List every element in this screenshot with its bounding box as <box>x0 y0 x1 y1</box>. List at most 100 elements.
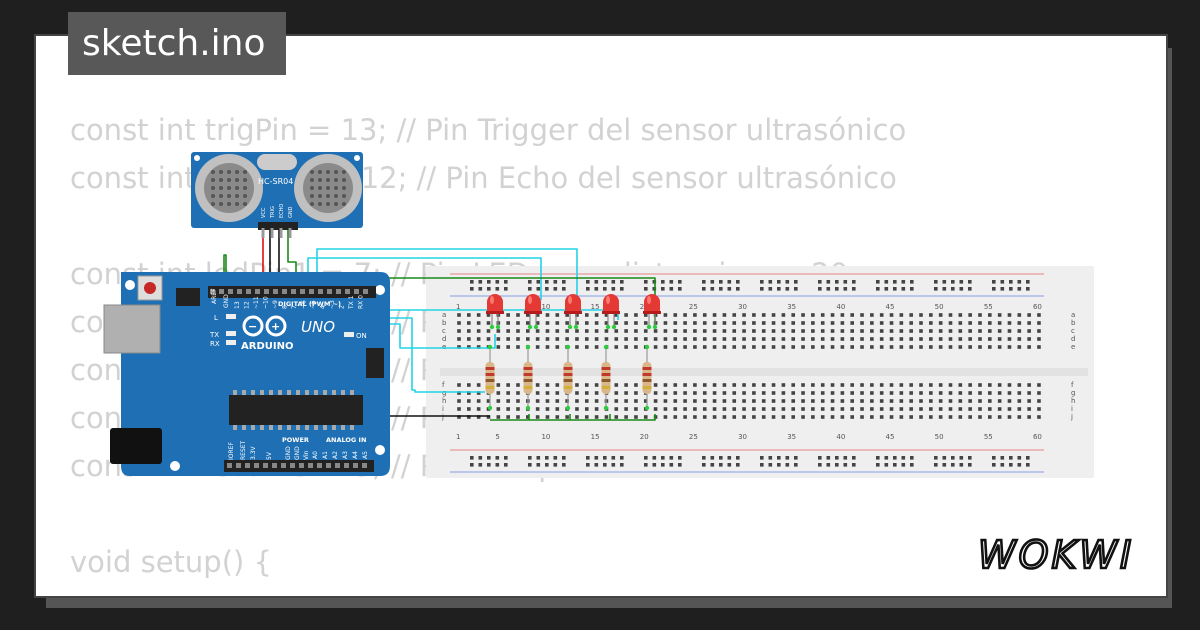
chip-pin <box>233 390 237 395</box>
rail-hole <box>478 287 483 291</box>
header-pin <box>254 463 259 468</box>
rail-hole <box>545 463 549 467</box>
rail-hole <box>586 463 590 467</box>
chip-pin <box>341 425 345 430</box>
code-line: void setup() { <box>70 545 272 579</box>
rail-hole <box>678 287 682 291</box>
breadboard-hole <box>476 399 481 403</box>
mesh-dot <box>219 194 223 198</box>
breadboard-hole <box>545 337 550 341</box>
row-letter: f <box>442 381 445 389</box>
breadboard-hole <box>1027 345 1031 349</box>
rail-hole <box>785 280 790 284</box>
resistor-band <box>563 379 573 382</box>
breadboard-hole <box>535 329 540 333</box>
breadboard-hole <box>594 313 599 317</box>
breadboard-hole <box>634 313 638 317</box>
column-number: 40 <box>836 433 845 441</box>
breadboard-hole <box>673 391 678 395</box>
breadboard-hole <box>535 383 540 387</box>
breadboard-hole <box>526 337 530 341</box>
breadboard-hole <box>653 399 658 403</box>
breadboard-hole <box>1017 345 1022 349</box>
header-pin <box>317 463 322 468</box>
breadboard-hole <box>820 415 825 419</box>
breadboard-hole <box>830 407 835 411</box>
row-letter: a <box>442 311 446 319</box>
breadboard-hole <box>801 329 805 333</box>
breadboard-hole <box>545 345 550 349</box>
arduino-logo-plus: + <box>271 320 280 333</box>
breadboard-hole <box>742 321 746 325</box>
led <box>603 294 619 312</box>
breadboard-hole <box>791 383 796 387</box>
breadboard-hole <box>929 345 933 349</box>
breadboard-hole <box>929 337 933 341</box>
breadboard-hole <box>830 337 835 341</box>
rail-hole <box>968 287 972 291</box>
led-rim <box>564 311 582 314</box>
resistor-pin-marker <box>644 344 650 350</box>
rail-hole <box>852 280 856 284</box>
breadboard-hole <box>909 391 913 395</box>
header-pin <box>326 463 331 468</box>
breadboard-hole <box>683 337 687 341</box>
v33-label: 3.3V <box>250 445 257 460</box>
breadboard-hole <box>663 399 668 403</box>
column-number: 60 <box>1033 433 1042 441</box>
breadboard-hole <box>742 407 746 411</box>
rail-hole <box>710 463 715 467</box>
breadboard-hole <box>575 337 579 341</box>
breadboard-hole <box>1017 329 1022 333</box>
header-pin <box>237 289 242 294</box>
header-pin <box>353 463 358 468</box>
breadboard-hole <box>712 391 717 395</box>
rail-hole <box>785 456 790 460</box>
led <box>487 294 503 312</box>
resistor-pin-marker <box>603 405 609 411</box>
breadboard-hole <box>614 399 619 403</box>
file-tab[interactable]: sketch.ino <box>68 12 286 75</box>
breadboard-hole <box>732 383 737 387</box>
chip-pin <box>314 425 318 430</box>
breadboard-hole <box>899 415 904 419</box>
breadboard-hole <box>988 415 992 419</box>
breadboard-hole <box>909 329 913 333</box>
breadboard-hole <box>575 345 579 349</box>
mesh-dot <box>318 202 322 206</box>
breadboard-hole <box>653 329 658 333</box>
breadboard-hole <box>506 399 510 403</box>
breadboard-hole <box>634 383 638 387</box>
mount-hole <box>375 445 385 455</box>
mesh-dot <box>243 170 247 174</box>
header-pin <box>263 463 268 468</box>
rail-hole <box>1026 287 1030 291</box>
resistor-pin-marker <box>525 405 531 411</box>
breadboard-hole <box>879 337 884 341</box>
breadboard-hole <box>1037 337 1041 341</box>
breadboard-hole <box>683 313 687 317</box>
rail-hole <box>852 456 856 460</box>
breadboard-hole <box>801 415 805 419</box>
ioref-label: IOREF <box>228 442 235 460</box>
breadboard-hole <box>584 345 589 349</box>
rail-hole <box>487 280 491 284</box>
breadboard-hole <box>978 337 982 341</box>
breadboard-hole <box>899 329 904 333</box>
crystal <box>257 154 297 170</box>
analog-pin-label: A0 <box>312 451 319 459</box>
rail-hole <box>611 463 616 467</box>
breadboard-hole <box>594 329 599 333</box>
mesh-dot <box>211 202 215 206</box>
breadboard-hole <box>634 407 638 411</box>
breadboard-hole <box>929 313 933 317</box>
breadboard-hole <box>663 407 668 411</box>
breadboard-hole <box>702 345 707 349</box>
breadboard-hole <box>801 337 805 341</box>
breadboard-hole <box>732 313 737 317</box>
row-letter: d <box>1071 335 1075 343</box>
breadboard-hole <box>997 415 1002 419</box>
mesh-dot <box>334 202 338 206</box>
rail-hole <box>528 463 532 467</box>
rail-hole <box>1026 456 1030 460</box>
